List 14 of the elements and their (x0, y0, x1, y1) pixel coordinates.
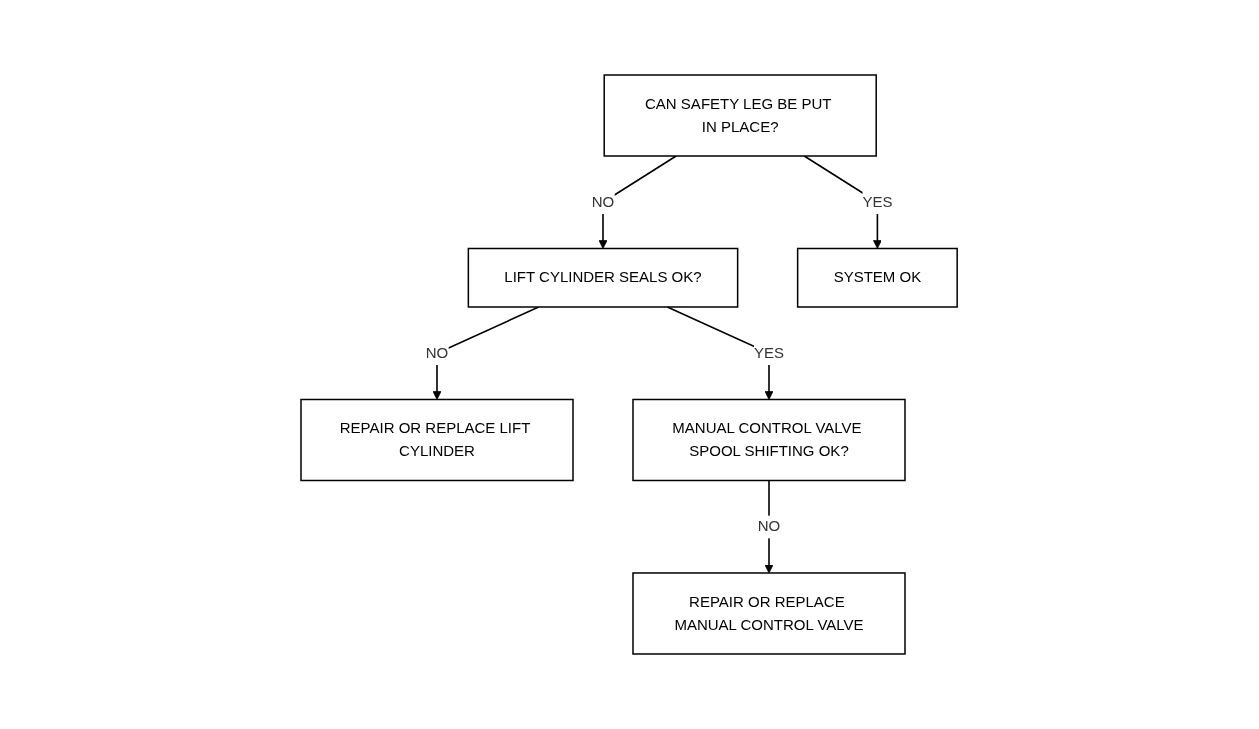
edge-label: NO (758, 517, 781, 535)
node-box: MANUAL CONTROL VALVE SPOOL SHIFTING OK? (632, 398, 907, 482)
arrow (765, 479, 774, 574)
node-box: REPAIR OR REPLACE LIFT CYLINDER (300, 398, 575, 482)
edge-label: NO (426, 343, 449, 361)
node-box: CAN SAFETY LEG BE PUT IN PLACE? (603, 74, 878, 157)
node-box: SYSTEM OK (797, 247, 959, 308)
arrow (433, 306, 540, 400)
arrow (599, 155, 678, 249)
edge-label: YES (754, 343, 785, 361)
node-box: REPAIR OR REPLACE MANUAL CONTROL VALVE (632, 572, 907, 655)
edge-label: YES (862, 193, 893, 210)
edge-label: NO (592, 193, 615, 210)
node-box: LIFT CYLINDER SEALS OK? (468, 247, 739, 308)
